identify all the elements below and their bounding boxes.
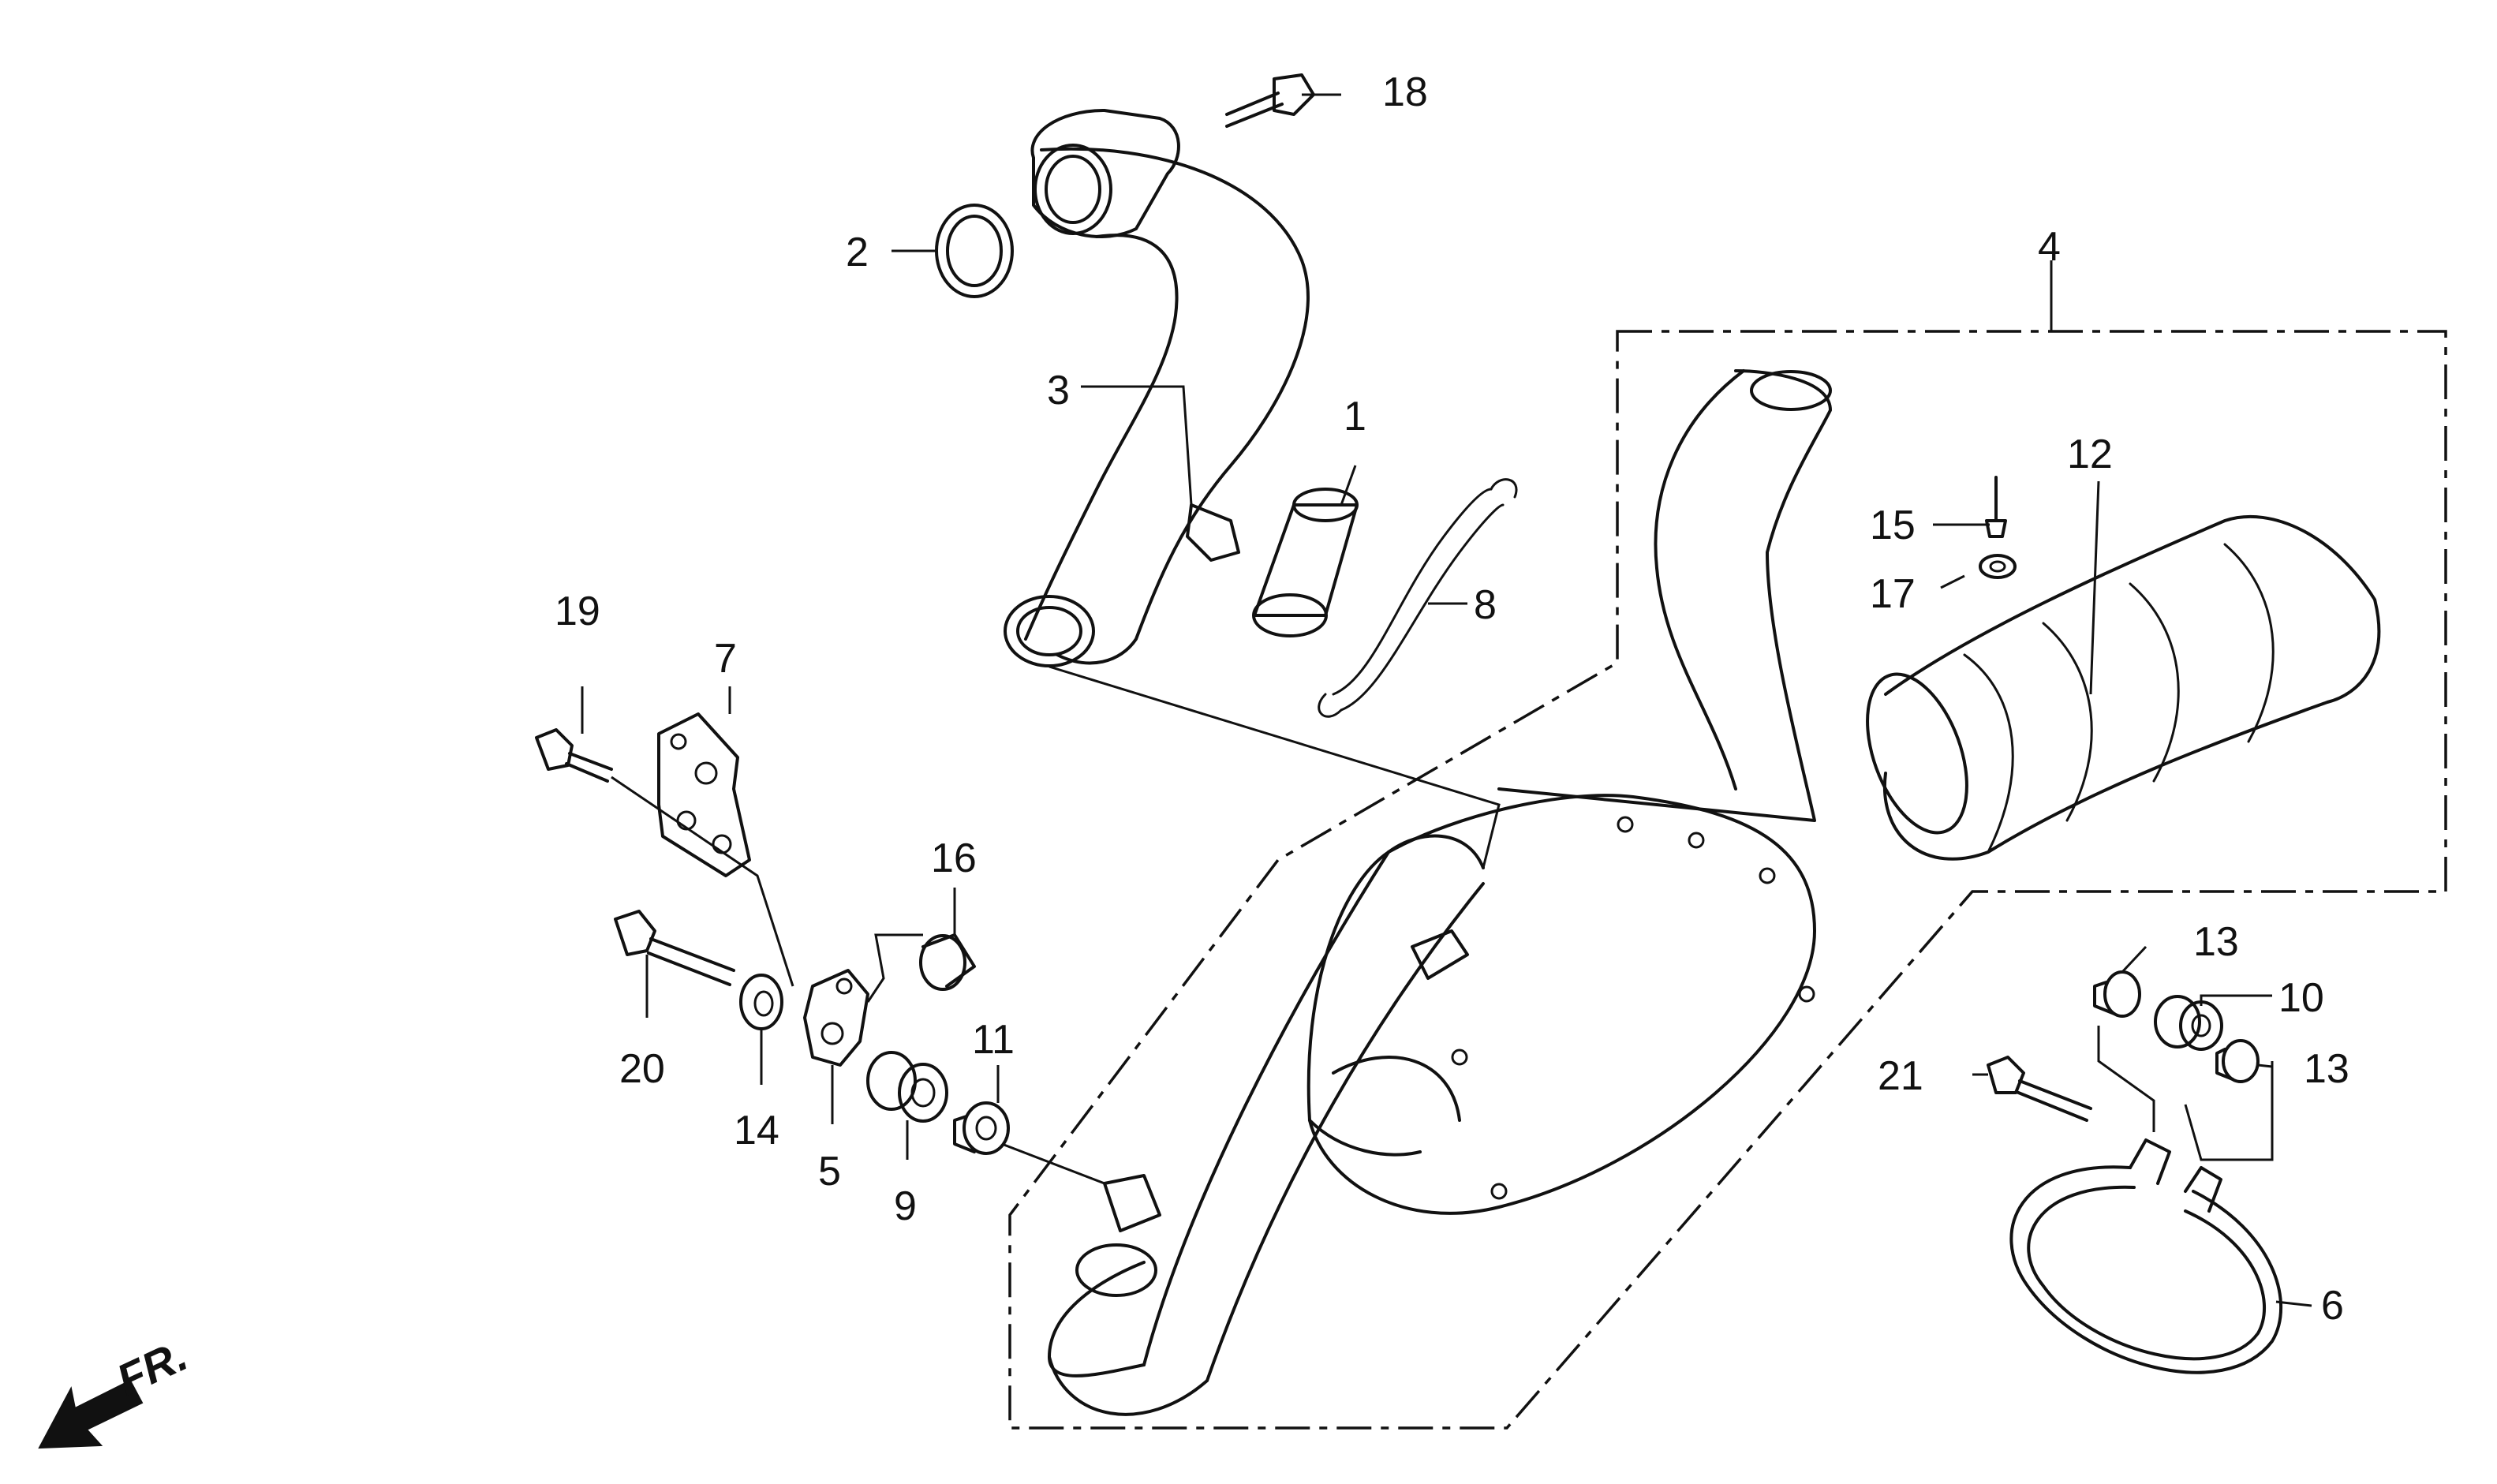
callout-13-lower: 13 bbox=[2304, 1046, 2349, 1092]
band-bolt bbox=[1987, 1056, 2092, 1122]
callout-5: 5 bbox=[818, 1149, 841, 1194]
callout-16: 16 bbox=[931, 835, 977, 881]
front-direction-indicator: FR. bbox=[38, 1330, 195, 1449]
packing-rivet bbox=[1985, 476, 2007, 538]
band-collar-13b bbox=[2215, 1039, 2260, 1083]
muffler-assembly-boundary bbox=[1008, 330, 2447, 1430]
exhaust-gasket bbox=[935, 204, 1014, 298]
exhaust-pipe bbox=[1004, 109, 1310, 667]
band-collar-13a bbox=[2093, 970, 2141, 1018]
collar-11 bbox=[953, 1101, 1010, 1155]
callout-14: 14 bbox=[734, 1108, 779, 1153]
callout-10: 10 bbox=[2278, 975, 2324, 1021]
callout-19: 19 bbox=[555, 589, 600, 634]
callout-labels: 1 2 3 4 5 6 7 8 9 10 11 12 13 13 14 15 1… bbox=[555, 69, 2349, 1329]
callout-12: 12 bbox=[2067, 432, 2113, 477]
front-direction-arrow-icon bbox=[38, 1379, 144, 1449]
bracket-bolt-19 bbox=[535, 728, 613, 783]
muffler-band bbox=[2009, 1138, 2283, 1374]
rivet-washer bbox=[1979, 554, 2017, 579]
callout-11: 11 bbox=[972, 1017, 1015, 1063]
bracket-bolt-20 bbox=[614, 910, 735, 986]
callout-9: 9 bbox=[894, 1183, 917, 1229]
callout-13-upper: 13 bbox=[2193, 919, 2239, 965]
callout-8: 8 bbox=[1474, 582, 1497, 628]
muffler-bracket bbox=[657, 712, 751, 877]
callout-3: 3 bbox=[1047, 368, 1070, 413]
callout-4: 4 bbox=[2038, 224, 2061, 270]
pipe-joint-collar bbox=[1252, 488, 1359, 637]
callout-6: 6 bbox=[2321, 1283, 2344, 1329]
callout-7: 7 bbox=[714, 636, 737, 682]
callout-1: 1 bbox=[1344, 394, 1366, 439]
callout-20: 20 bbox=[619, 1046, 665, 1092]
muffler-packing bbox=[1866, 514, 2381, 861]
exhaust-spring bbox=[1318, 478, 1518, 718]
flange-bolt bbox=[1225, 73, 1315, 128]
leader-lines bbox=[581, 93, 2312, 1307]
bracket-washer bbox=[739, 974, 783, 1030]
callout-21: 21 bbox=[1878, 1053, 1923, 1099]
mounting-plate bbox=[803, 969, 869, 1067]
rubber-mount bbox=[866, 1051, 948, 1123]
band-grommet-10 bbox=[2154, 995, 2223, 1051]
muffler bbox=[1048, 369, 1832, 1416]
collar-16 bbox=[919, 933, 976, 991]
callout-18: 18 bbox=[1382, 69, 1428, 115]
callout-17: 17 bbox=[1870, 571, 1916, 617]
callout-15: 15 bbox=[1870, 503, 1916, 548]
callout-2: 2 bbox=[846, 230, 869, 275]
